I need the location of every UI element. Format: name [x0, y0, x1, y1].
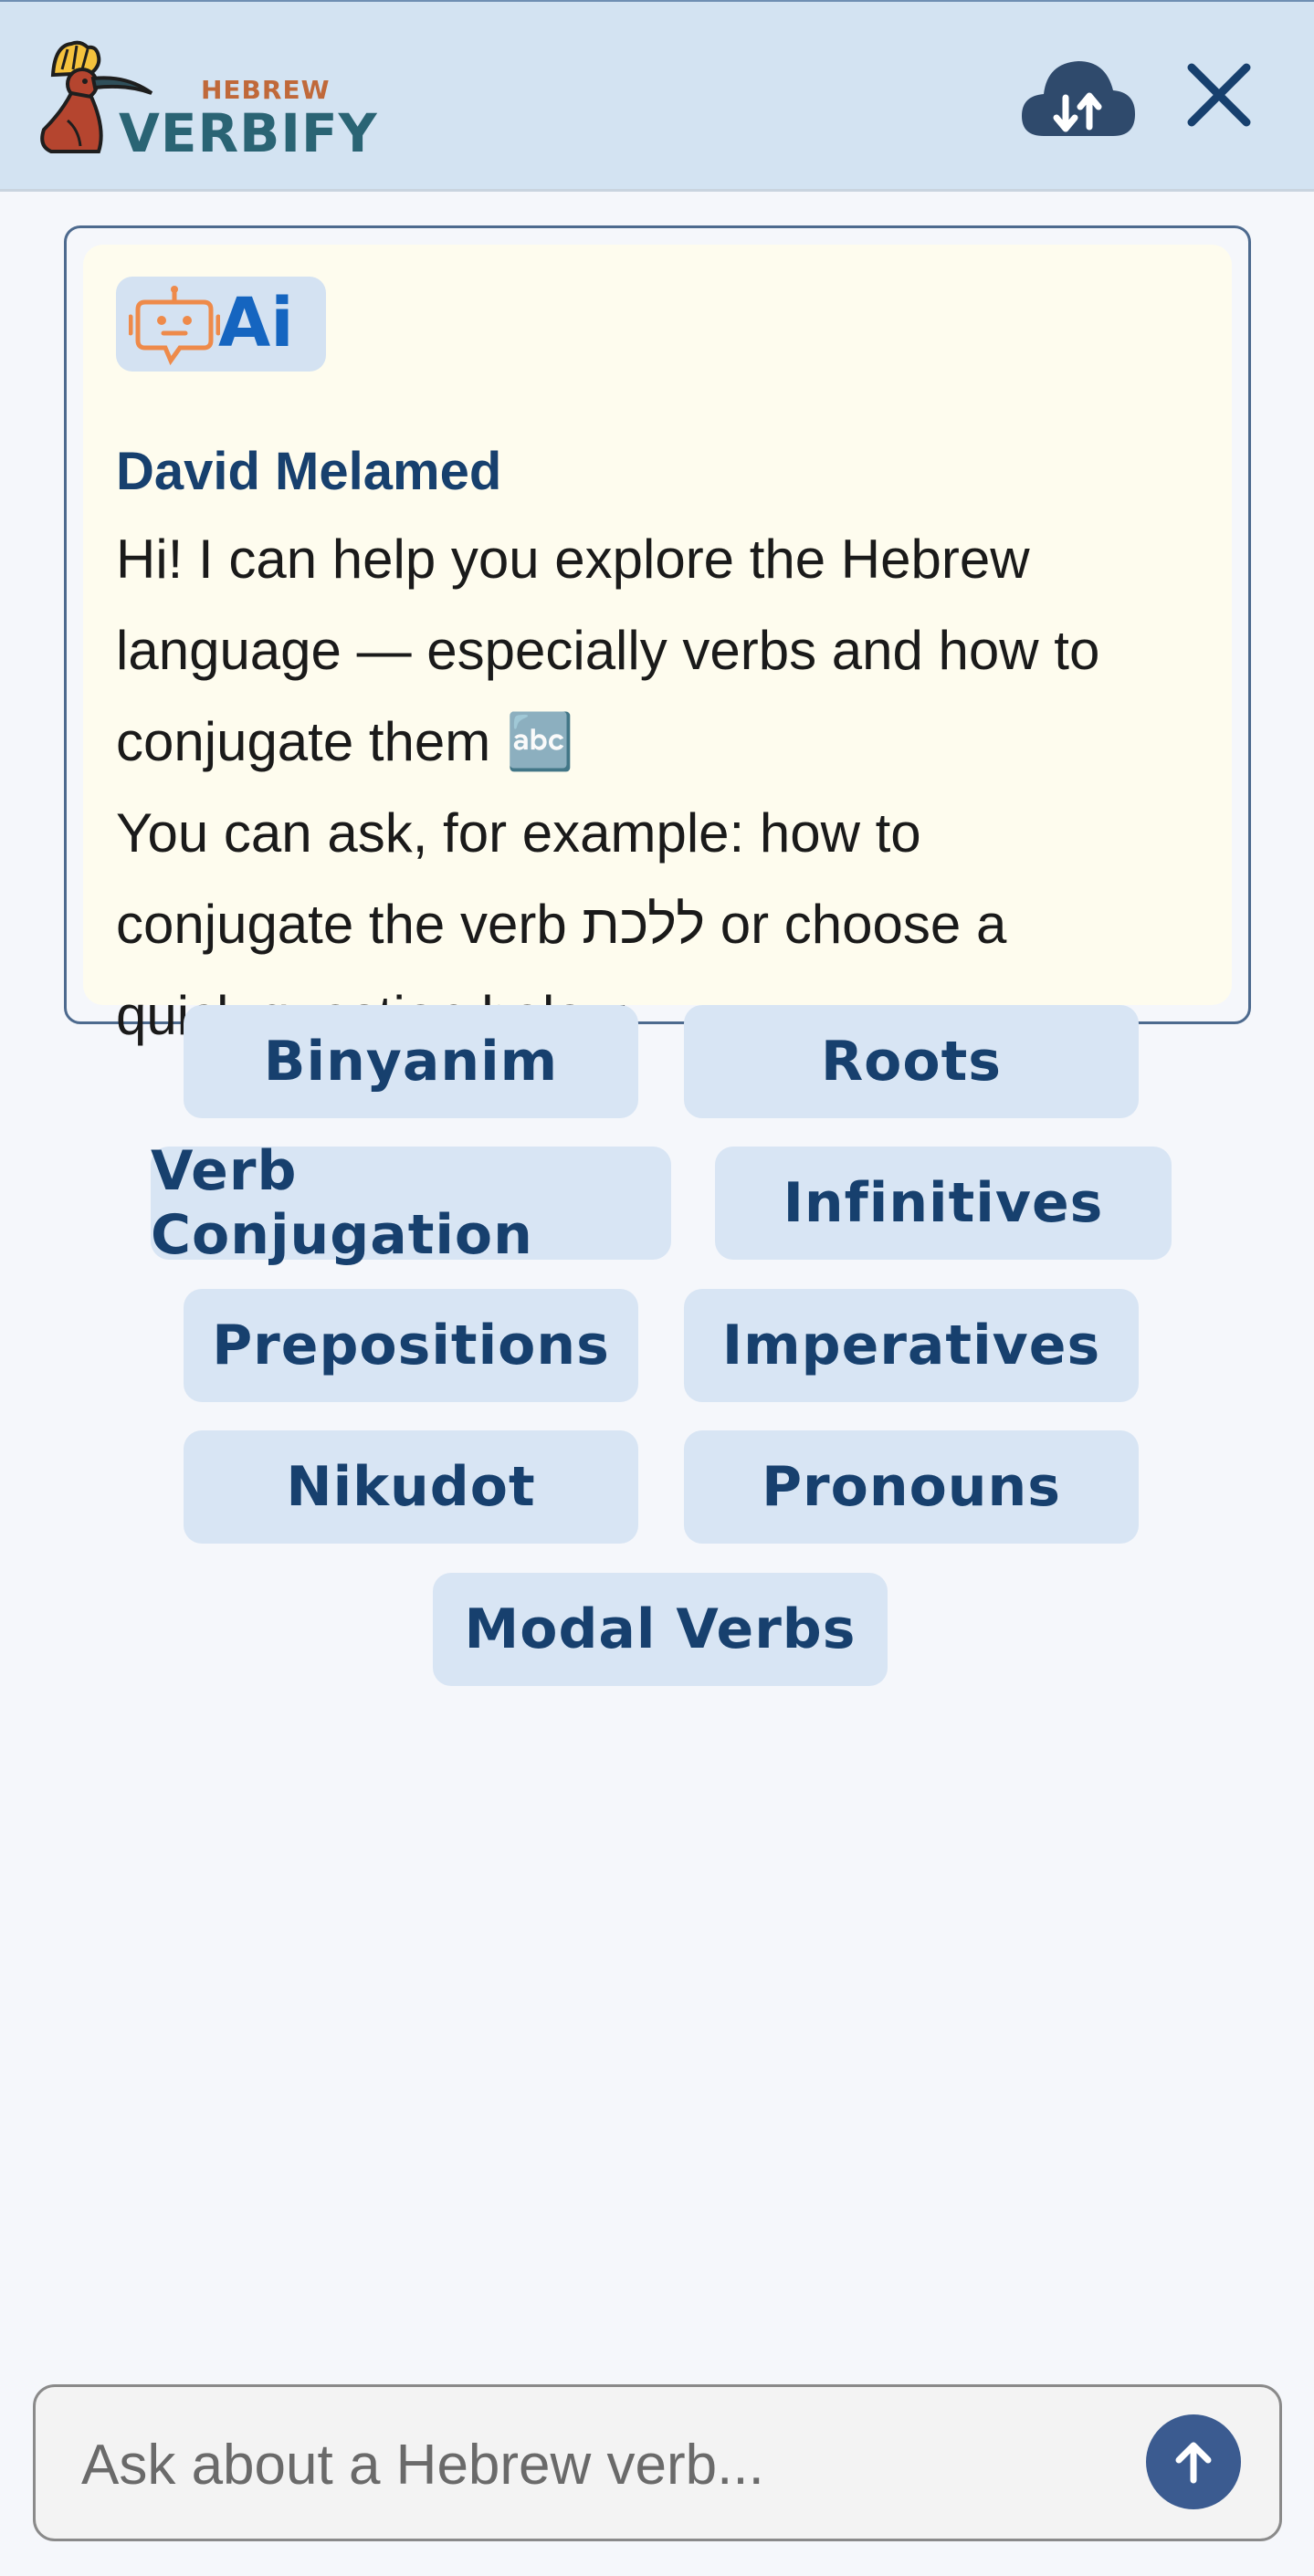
robot-chat-icon	[129, 286, 220, 366]
close-button[interactable]	[1183, 58, 1256, 131]
quick-question-roots[interactable]: Roots	[684, 1005, 1139, 1119]
ai-badge-label: Ai	[218, 284, 294, 362]
message-composer	[33, 2384, 1282, 2541]
quick-questions: Binyanim Roots Verb Conjugation Infiniti…	[83, 245, 1232, 1687]
message-line: language — especially verbs and how to	[116, 620, 1100, 681]
brand-title: VERBIFY	[119, 102, 378, 164]
ai-badge: Ai	[116, 277, 326, 372]
chat-message-card: Ai David Melamed Hi! I can help you expl…	[64, 225, 1251, 1687]
app-header: HEBREW VERBIFY	[0, 0, 1314, 192]
app-logo[interactable]: HEBREW VERBIFY	[35, 38, 377, 166]
message-line: conjugate them 🔤	[116, 711, 574, 772]
arrow-up-icon	[1175, 2442, 1212, 2484]
send-button[interactable]	[1146, 2414, 1241, 2509]
quick-question-verb-conjugation[interactable]: Verb Conjugation	[151, 1139, 671, 1267]
quick-question-prepositions[interactable]: Prepositions	[184, 1288, 638, 1402]
hoopoe-bird-icon	[40, 40, 153, 153]
message-author: David Melamed	[116, 442, 502, 501]
quick-question-pronouns[interactable]: Pronouns	[684, 1430, 1139, 1545]
brand-subtitle: HEBREW	[201, 75, 331, 105]
quick-question-infinitives[interactable]: Infinitives	[715, 1147, 1172, 1260]
assistant-message-bubble: Ai David Melamed Hi! I can help you expl…	[83, 245, 1232, 1687]
quick-question-nikudot[interactable]: Nikudot	[184, 1430, 638, 1545]
quick-question-binyanim[interactable]: Binyanim	[184, 1005, 638, 1119]
message-input[interactable]	[81, 2424, 1086, 2506]
quick-question-imperatives[interactable]: Imperatives	[684, 1288, 1139, 1402]
cloud-sync-icon	[1022, 61, 1135, 136]
quick-question-modal-verbs[interactable]: Modal Verbs	[433, 1573, 888, 1687]
message-line: conjugate the verb ללכת or choose a	[116, 894, 1007, 955]
close-icon	[1187, 63, 1251, 127]
message-line: Hi! I can help you explore the Hebrew	[116, 529, 1030, 590]
message-line: You can ask, for example: how to	[116, 802, 921, 864]
cloud-sync-button[interactable]	[1018, 52, 1137, 143]
